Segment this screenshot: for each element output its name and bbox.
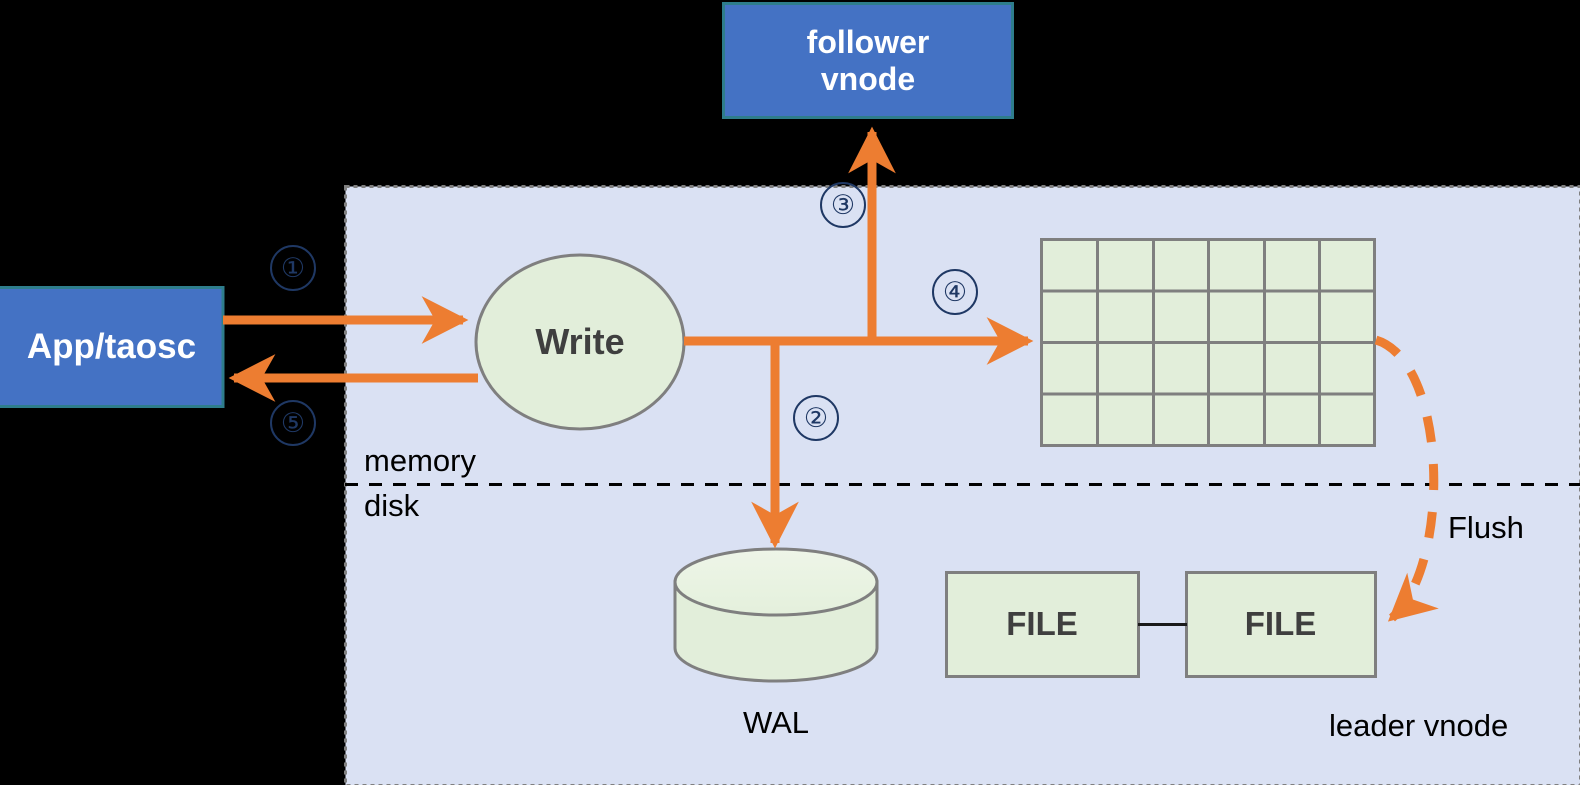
flush-arrow xyxy=(1374,335,1439,622)
step-marker-5: ⑤ xyxy=(270,400,316,446)
write-ellipse xyxy=(474,253,686,431)
disk-label: disk xyxy=(364,488,420,523)
step-marker-2: ② xyxy=(793,395,839,441)
file-box-1 xyxy=(945,571,1140,678)
memtable-grid xyxy=(1040,238,1376,447)
leader-vnode-label: leader vnode xyxy=(1329,708,1509,743)
step-marker-4: ④ xyxy=(932,269,978,315)
follower-vnode-box xyxy=(722,2,1014,119)
step-marker-1: ① xyxy=(270,245,316,291)
flush-label: Flush xyxy=(1448,510,1524,545)
file-box-2 xyxy=(1185,571,1377,678)
memory-label: memory xyxy=(364,443,476,478)
app-taosc-box xyxy=(0,286,225,408)
wal-cylinder xyxy=(673,547,879,683)
wal-label: WAL xyxy=(742,705,810,740)
step-marker-3: ③ xyxy=(820,182,866,228)
